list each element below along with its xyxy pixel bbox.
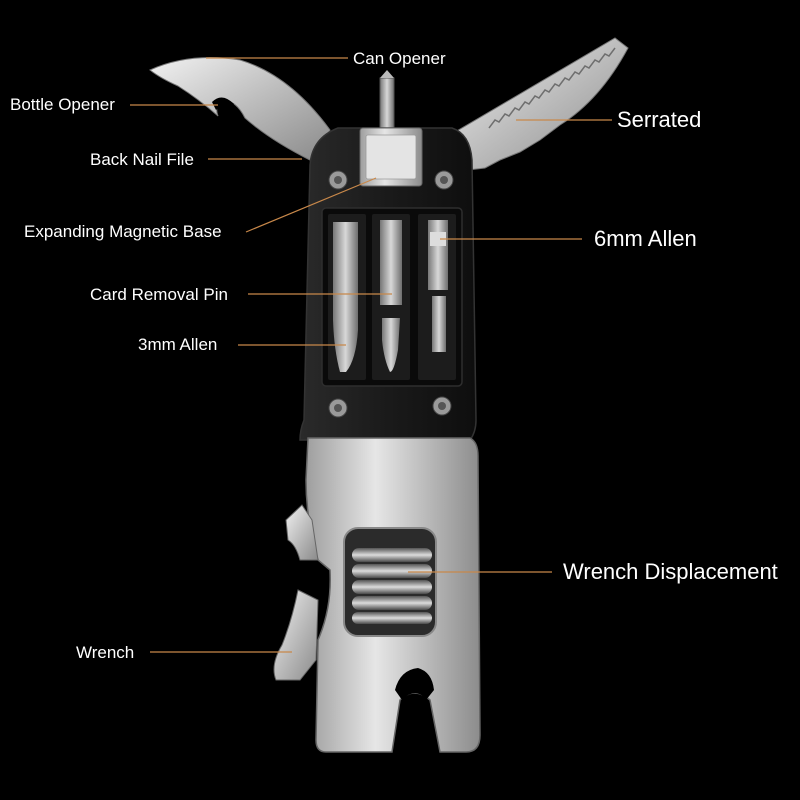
bit-3mm-allen <box>333 222 358 372</box>
label-bottle-opener: Bottle Opener <box>10 95 115 114</box>
screw-bottom-right <box>432 396 452 416</box>
screw-top-left <box>328 170 348 190</box>
wrench-roller <box>352 548 432 624</box>
leader-magnetic-base <box>245 177 377 233</box>
label-back-nail-file: Back Nail File <box>90 150 194 169</box>
screw-bottom-left <box>328 398 348 418</box>
wrench-jaw <box>285 504 319 561</box>
top-hex-bit <box>379 77 395 131</box>
bit-6mm-allen <box>428 220 448 290</box>
label-3mm-allen: 3mm Allen <box>138 335 218 354</box>
label-serrated: Serrated <box>617 107 702 132</box>
wrench-lower-jaw <box>273 589 319 681</box>
bit-card-removal-pin <box>380 220 402 305</box>
serrated-edge <box>488 47 616 129</box>
label-wrench: Wrench <box>76 643 135 662</box>
can-opener-blade <box>149 57 331 161</box>
label-card-removal-pin: Card Removal Pin <box>90 285 228 304</box>
label-can-opener: Can Opener <box>353 49 446 68</box>
wrench-bottle-hook <box>395 668 434 700</box>
leader-lines <box>130 57 612 653</box>
label-6mm-allen: 6mm Allen <box>594 226 697 251</box>
screw-top-right <box>434 170 454 190</box>
label-expanding-magnetic-base: Expanding Magnetic Base <box>24 222 222 241</box>
bottle-opener-notch <box>212 97 234 112</box>
label-wrench-displacement: Wrench Displacement <box>563 559 778 584</box>
serrated-blade <box>449 37 629 171</box>
